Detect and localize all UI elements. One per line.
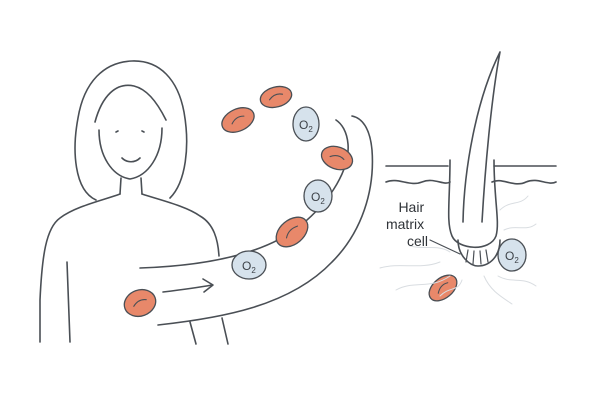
oxygen-molecule-body — [231, 250, 267, 280]
red-blood-cell — [221, 107, 255, 133]
woman-arm-left — [66, 261, 71, 343]
red-blood-cell-dimple — [437, 282, 449, 294]
woman-hair-outline — [74, 60, 188, 201]
red-blood-cell — [428, 274, 458, 302]
woman-torso-right — [141, 193, 220, 257]
oxygen-molecule-label: O2 — [311, 190, 325, 206]
woman-right-eye — [141, 130, 145, 133]
red-blood-cell — [123, 288, 157, 318]
flow-arrow — [162, 284, 213, 293]
hair-shaft — [462, 51, 501, 223]
capillary-network — [379, 195, 537, 305]
red-blood-cell-body — [428, 274, 458, 302]
hair-bulb — [457, 239, 501, 267]
red-blood-cell-body — [259, 85, 293, 109]
oxygen-molecule-label: O2 — [242, 259, 256, 275]
oxygen-molecule-label: O2 — [299, 118, 313, 134]
red-blood-cells — [123, 85, 458, 318]
woman-smile — [121, 157, 141, 163]
hair-matrix-label-line1: Hair — [398, 199, 424, 215]
woman-face — [98, 127, 163, 180]
red-blood-cell-dimple — [133, 299, 147, 307]
red-blood-cell-body — [123, 288, 157, 318]
hair-matrix-label-line2: matrix — [386, 216, 424, 232]
red-blood-cell-dimple — [231, 115, 245, 125]
hair-matrix-label: Hair matrix cell — [386, 199, 428, 249]
red-blood-cell-body — [320, 145, 354, 171]
oxygen-molecule: O2 — [231, 250, 267, 280]
hair-follicle: Hair matrix cell — [379, 51, 557, 305]
woman-left-eye — [115, 130, 119, 133]
vessel-lower-edge — [221, 317, 229, 345]
oxygen-molecule: O2 — [497, 238, 527, 272]
red-blood-cell-dimple — [285, 225, 299, 239]
vessel-outer-wall — [157, 115, 374, 326]
skin-layer-wavy — [385, 179, 557, 185]
red-blood-cell — [259, 85, 293, 109]
oxygen-molecule: O2 — [303, 179, 333, 213]
oxygen-molecule-body — [497, 238, 527, 272]
hair-matrix-stripes — [465, 249, 489, 265]
red-blood-cell-body — [275, 216, 309, 248]
flow-arrow-head — [202, 278, 214, 293]
follicle-sheath — [447, 159, 499, 248]
red-blood-cell-dimple — [329, 155, 345, 161]
oxygen-molecule-body — [303, 179, 333, 213]
oxygen-molecules: O2 O2 O2 O2 — [231, 106, 527, 280]
woman-torso — [39, 193, 121, 343]
red-blood-cell — [320, 145, 354, 171]
red-blood-cell-dimple — [268, 93, 284, 101]
red-blood-cell — [275, 216, 309, 248]
hair-matrix-callout-line — [429, 239, 461, 255]
hair-matrix-label-line3: cell — [407, 233, 428, 249]
woman-figure — [39, 60, 220, 343]
woman-hairline — [94, 84, 167, 123]
vessel-cut-edge — [189, 321, 197, 345]
oxygen-molecule-body — [292, 106, 320, 142]
red-blood-cell-body — [221, 107, 255, 133]
woman-neck — [119, 177, 143, 195]
oxygen-molecule-label: O2 — [505, 249, 519, 265]
oxygen-molecule: O2 — [292, 106, 320, 142]
